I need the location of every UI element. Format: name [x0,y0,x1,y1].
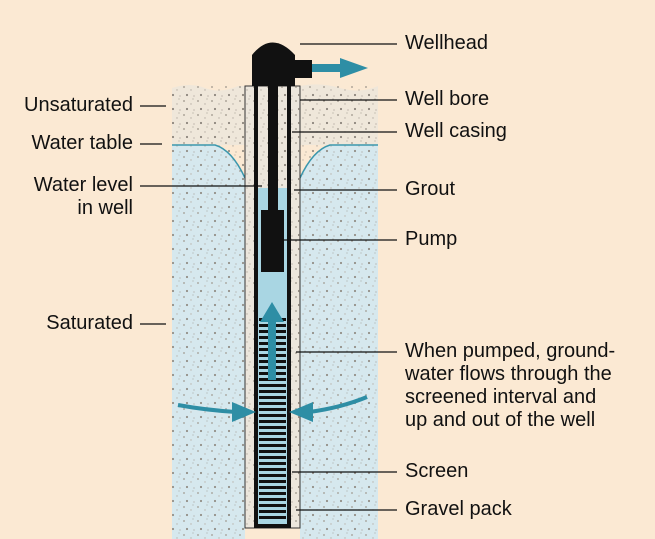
screen-slot [259,516,286,519]
inflow-arrow-right [308,395,368,414]
label-water-level: Water level in well [34,174,133,220]
screen-slot [259,504,286,507]
water-level-line: in well [77,197,133,219]
screen-slot [259,480,286,483]
label-pumped-note: When pumped, ground- water flows through… [405,340,615,432]
screen-slot [259,462,286,465]
screen-slot [259,438,286,441]
leader-lines [140,43,397,511]
screen-slot [259,468,286,471]
outlet-arrow [312,58,368,78]
label-grout: Grout [405,178,456,200]
screen-slot [259,450,286,453]
screen-slot [259,414,286,417]
label-saturated: Saturated [46,312,133,334]
upward-flow-arrow [260,302,284,380]
pumped-note-line: water flows through the [405,363,612,385]
screen-slot [259,420,286,423]
screen-slot [259,456,286,459]
inflow-arrow-right-head [289,402,313,422]
screen-slot [259,510,286,513]
label-well-casing: Well casing [405,120,507,142]
pumped-note-line: up and out of the well [405,409,596,431]
inflow-arrow-left-head [232,402,256,422]
label-screen: Screen [405,460,469,482]
wellhead [252,42,295,86]
label-well-bore: Well bore [405,88,490,110]
screen-slot [259,408,286,411]
screen-slot [259,390,286,393]
screen-slot [259,396,286,399]
screen-slot [259,432,286,435]
pumped-note-line: screened interval and [405,386,597,408]
label-gravel-pack: Gravel pack [405,498,512,520]
screen-slot [259,486,286,489]
screen-slot [259,498,286,501]
screen-slot [259,492,286,495]
label-unsaturated: Unsaturated [24,94,133,116]
label-wellhead: Wellhead [405,32,489,54]
screen-slot [259,444,286,447]
label-pump: Pump [405,228,458,250]
label-water-table: Water table [31,132,133,154]
screen-slot [259,426,286,429]
water-level-line: Water level [33,174,133,196]
inflow-arrow-left [177,403,237,414]
screen-slot [259,384,286,387]
screen-slot [259,402,286,405]
well-casing-right [287,85,291,527]
well-casing-left [254,85,258,527]
screen-slot [259,474,286,477]
pump-pipe [268,85,278,215]
pump [261,210,284,272]
pumped-note-line: When pumped, ground- [405,340,616,362]
